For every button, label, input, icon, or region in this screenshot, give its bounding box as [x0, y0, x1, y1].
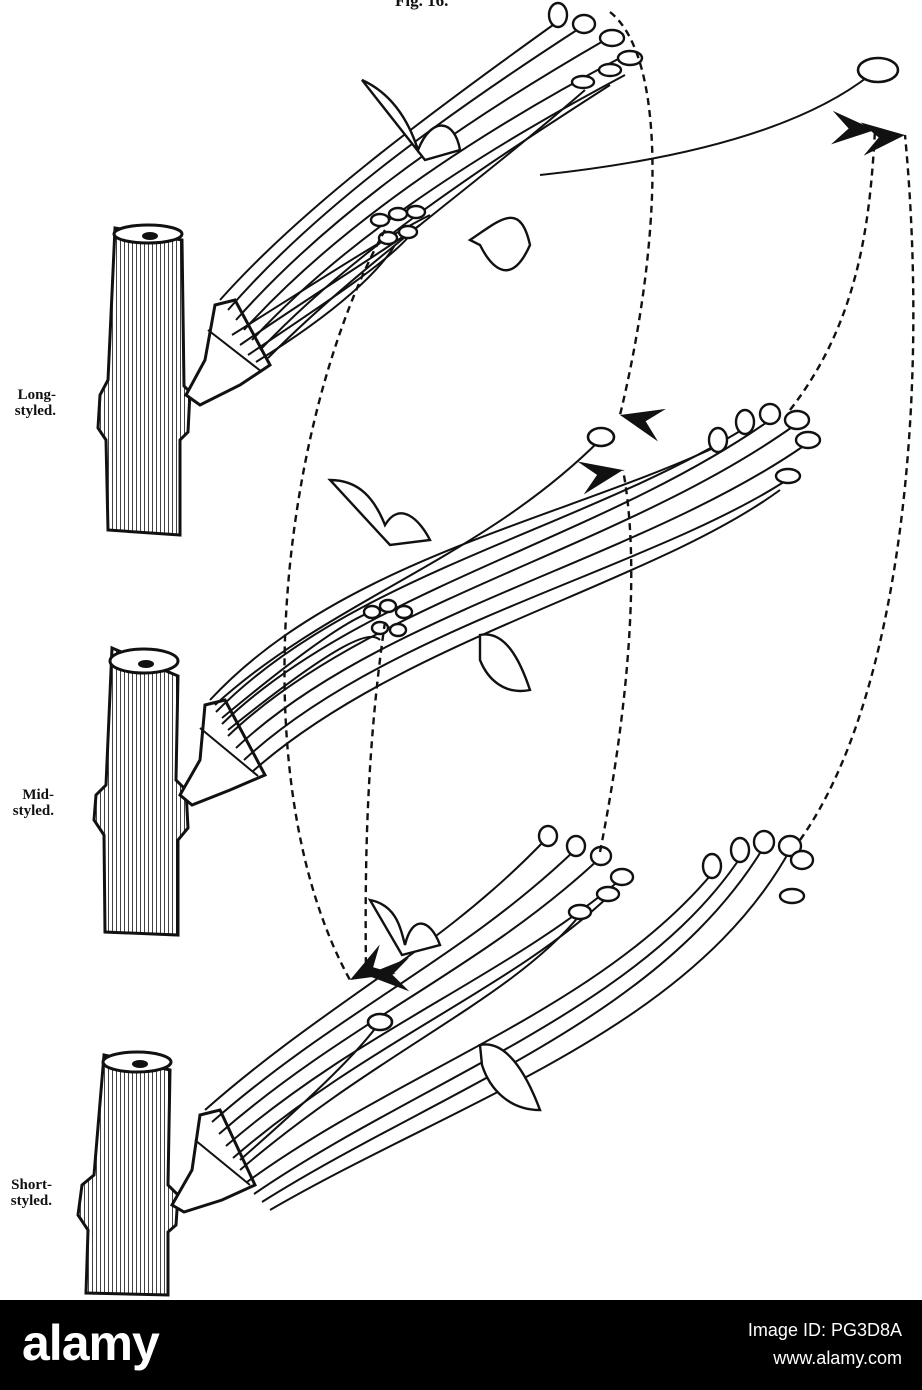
- stem-short: [76, 1050, 180, 1297]
- label-mid-styled: Mid- styled.: [12, 787, 54, 819]
- brand-logo: alamy: [22, 1315, 160, 1371]
- long-styled-flower: [96, 1, 900, 537]
- stem-mid: [92, 645, 190, 937]
- label-short-styled: Short- styled.: [10, 1177, 52, 1209]
- short-styled-flower: [76, 824, 815, 1297]
- site-url: www.alamy.com: [773, 1348, 902, 1368]
- label-long-styled: Long- styled.: [14, 387, 56, 419]
- petals-mid: [327, 478, 532, 693]
- arrow-long-anthers-to-short-stigma: [283, 229, 396, 981]
- pedicel-calyx-short: [169, 1108, 257, 1214]
- image-id-label: Image ID: PG3D8A: [747, 1320, 902, 1340]
- watermark-footer: alamy Image ID: PG3D8A www.alamy.com: [0, 1300, 922, 1390]
- arrow-short-anthers-to-mid-stigma: [577, 461, 633, 853]
- stigma-long: [856, 56, 900, 84]
- filament-bundle-long: [219, 19, 871, 363]
- filament-bundle-mid: [209, 419, 806, 773]
- trimorphic-flowers-diagram: [76, 1, 915, 1297]
- petals-long: [361, 78, 532, 272]
- stigma-mid: [586, 426, 616, 448]
- pedicel-calyx-mid: [178, 698, 268, 807]
- arrow-mid-anthers-to-short-stigma: [364, 621, 410, 992]
- figure-title: Fig. 16.: [395, 0, 449, 10]
- pedicel-calyx-long: [184, 298, 272, 407]
- arrow-short-anthers-to-long-stigma: [799, 122, 915, 841]
- pollination-arrows: [283, 11, 915, 992]
- anthers-long: [369, 1, 644, 246]
- stem-long: [96, 223, 192, 537]
- mid-styled-flower: [92, 402, 822, 937]
- stigma-short: [366, 1012, 394, 1032]
- anthers-mid: [362, 402, 822, 638]
- anthers-short: [537, 824, 815, 921]
- arrow-mid-anthers-to-long-stigma: [789, 110, 877, 411]
- petals-short: [367, 898, 542, 1112]
- botanical-illustration: Fig. 16.: [10, 0, 915, 1297]
- filament-bundle-short: [204, 839, 791, 1211]
